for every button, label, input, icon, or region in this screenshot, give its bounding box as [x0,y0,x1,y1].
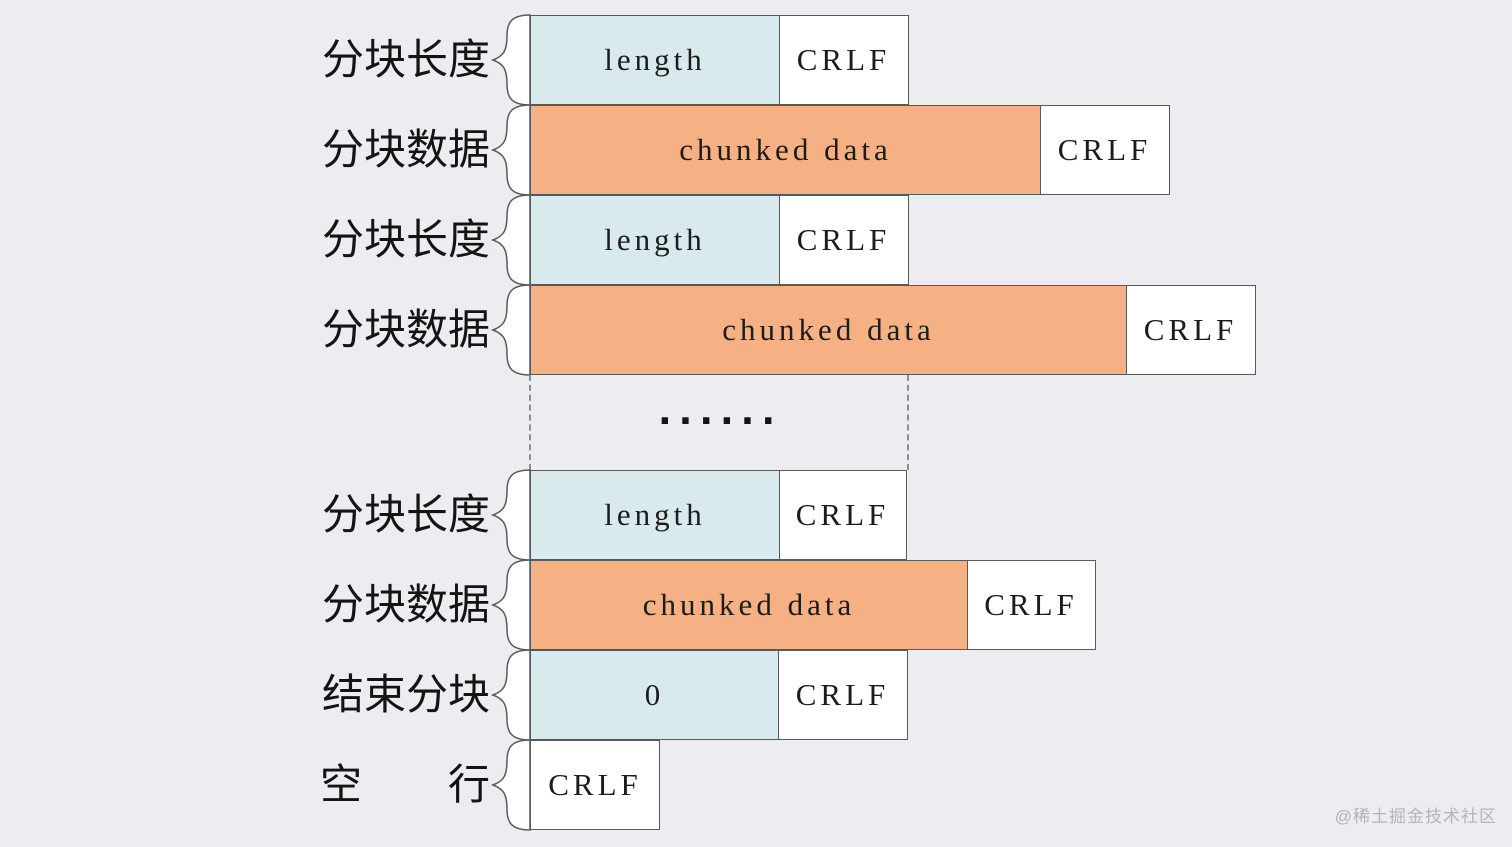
crlf-box: CRLF [778,470,907,560]
row-end-chunk: 结束分块 0 CRLF [320,649,908,741]
row-label-char: 行 [447,761,490,808]
row-chunk-data-1: 分块数据 chunked data CRLF [320,104,1170,196]
left-brace-icon [490,739,531,831]
left-brace-icon [490,469,531,561]
row-label-char: 空 [320,761,363,808]
crlf-box: CRLF [1039,105,1170,195]
crlf-box: CRLF [778,195,909,285]
chunked-data-box: chunked data [530,560,968,650]
crlf-box: CRLF [777,650,908,740]
row-chunk-length-1: 分块长度 length CRLF [320,14,909,106]
crlf-box: CRLF [778,15,909,105]
left-brace-icon [490,559,531,651]
left-brace-icon [490,104,531,196]
crlf-box: CRLF [530,740,660,830]
length-box: length [530,195,780,285]
row-label: 分块数据 [321,306,490,353]
row-chunk-data-2: 分块数据 chunked data CRLF [320,284,1256,376]
row-label: 空 行 [320,740,490,830]
crlf-box: CRLF [966,560,1096,650]
left-brace-icon [490,194,531,286]
row-label: 分块长度 [321,491,490,538]
dashed-line-right [907,375,909,470]
row-chunk-length-n: 分块长度 length CRLF [320,469,907,561]
length-box: length [530,15,780,105]
row-label: 分块长度 [321,36,490,83]
ellipsis-dots: ······ [657,401,783,442]
left-brace-icon [490,649,531,741]
row-empty-line: 空 行 CRLF [320,739,660,831]
watermark: @稀土掘金技术社区 [1334,807,1497,826]
dashed-line-left [529,375,531,470]
row-label: 分块长度 [321,216,490,263]
row-label: 分块数据 [321,126,490,173]
crlf-box: CRLF [1125,285,1256,375]
row-label: 分块数据 [321,581,490,628]
row-chunk-length-2: 分块长度 length CRLF [320,194,909,286]
zero-box: 0 [530,650,779,740]
chunked-data-box: chunked data [530,105,1041,195]
left-brace-icon [490,14,531,106]
length-box: length [530,470,780,560]
row-chunk-data-n: 分块数据 chunked data CRLF [320,559,1096,651]
row-label: 结束分块 [321,671,490,718]
chunked-data-box: chunked data [530,285,1127,375]
left-brace-icon [490,284,531,376]
